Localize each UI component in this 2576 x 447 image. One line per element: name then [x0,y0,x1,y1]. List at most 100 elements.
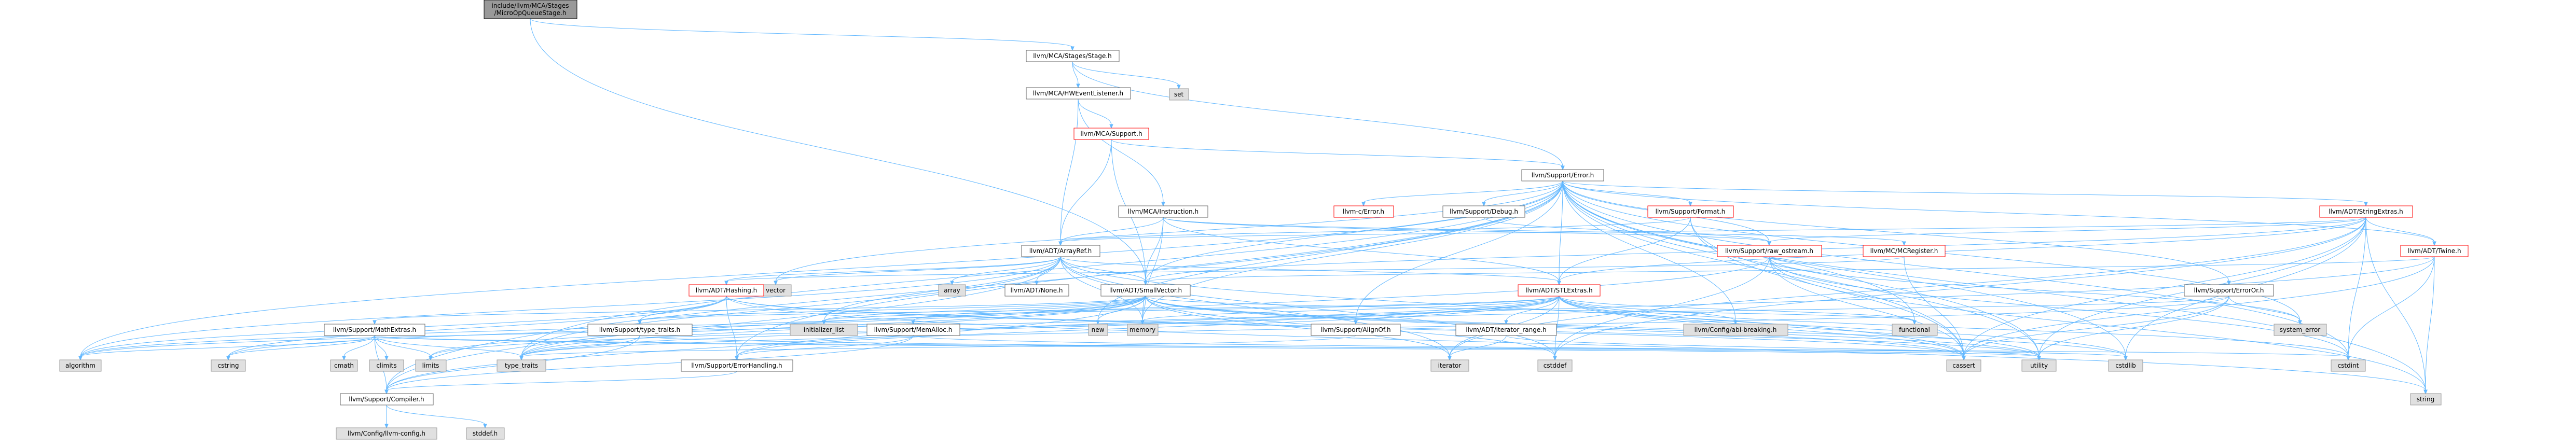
node-errorhandling[interactable]: llvm/Support/ErrorHandling.h [681,359,793,372]
node-cmath: cmath [330,359,358,372]
node-box-cassert [1946,359,1981,372]
edge-debug-to-rawostream [1483,217,1771,246]
node-box-hashing [688,284,764,297]
node-label-twine: llvm/ADT/Twine.h [2407,247,2461,255]
edge-erroror-to-utility [2037,296,2229,361]
node-twine[interactable]: llvm/ADT/Twine.h [2400,245,2469,257]
edge-hwevent-to-mcasupport [1078,99,1113,129]
edge-mathextras-to-limits [374,335,433,361]
node-erroror[interactable]: llvm/Support/ErrorOr.h [2184,284,2274,297]
node-iteratorrange[interactable]: llvm/ADT/iterator_range.h [1455,324,1557,336]
node-label-initlist: initializer_list [804,326,845,333]
node-label-mcregister: llvm/MC/MCRegister.h [1870,247,1938,255]
node-memory: memory [1127,324,1159,336]
edge-error-to-cerror [1361,180,1563,207]
node-label-limits: limits [422,362,439,369]
node-functional: functional [1892,324,1938,336]
node-label-arrayref: llvm/ADT/ArrayRef.h [1029,247,1092,255]
edge-error-to-cstdlib [1562,180,2128,361]
node-label-cassert: cassert [1952,362,1975,369]
node-cstddef: cstddef [1537,359,1573,372]
node-box-new [1088,324,1108,336]
edge-mathextras-to-cassert [374,335,1966,361]
edge-stage-to-set [1072,61,1181,90]
node-box-cstdint [2331,359,2366,372]
edge-mcasupport-to-error [1111,139,1565,171]
node-cstring: cstring [211,359,246,372]
edge-mathextras-to-climits [374,335,389,361]
node-none[interactable]: llvm/ADT/None.h [1004,284,1069,297]
edge-errorhandling-to-compiler [384,371,737,395]
node-alignof[interactable]: llvm/Support/AlignOf.h [1311,324,1401,336]
node-error[interactable]: llvm/Support/Error.h [1521,169,1604,181]
node-array: array [938,284,966,297]
node-debug[interactable]: llvm/Support/Debug.h [1442,205,1525,218]
node-algorithm: algorithm [59,359,102,372]
node-root[interactable]: include/llvm/MCA/Stages/MicroOpQueueStag… [484,0,577,19]
node-stlextras[interactable]: llvm/ADT/STLExtras.h [1518,284,1601,297]
node-label-cstddef: cstddef [1544,362,1567,369]
edge-twine-to-cassert [1962,256,2435,361]
edge-twine-to-cstdint [2346,256,2435,361]
node-box-memory [1127,324,1159,336]
node-box-typetraits [587,324,693,336]
edge-instruction-to-mcregister [1163,217,1906,246]
edge-stage-to-hwevent [1072,61,1080,89]
node-label-mathextras: llvm/Support/MathExtras.h [333,326,416,333]
node-label-root: include/llvm/MCA/Stages [492,2,569,9]
node-mcregister[interactable]: llvm/MC/MCRegister.h [1863,245,1946,257]
node-initlist: initializer_list [790,324,858,336]
edge-stringextras-to-string [2365,217,2428,395]
node-smallvector[interactable]: llvm/ADT/SmallVector.h [1100,284,1191,297]
edge-instruction-to-smallvector [1144,217,1164,286]
edge-root-to-stage [530,18,1075,51]
node-box-format [1647,205,1734,218]
node-label-stage: llvm/MCA/Stages/Stage.h [1033,52,1112,60]
node-label-compiler: llvm/Support/Compiler.h [349,396,424,403]
node-box-iterator [1430,359,1469,372]
edge-stringextras-to-twine [2365,217,2436,246]
node-box-stlextras [1518,284,1601,297]
node-label-memory: memory [1129,326,1155,333]
node-mcasupport[interactable]: llvm/MCA/Support.h [1073,128,1149,140]
node-label-hashing: llvm/ADT/Hashing.h [696,287,757,294]
node-rawostream[interactable]: llvm/Support/raw_ostream.h [1717,245,1822,257]
node-label-cerror: llvm-c/Error.h [1343,208,1384,215]
graph-nodes: include/llvm/MCA/Stages/MicroOpQueueStag… [59,0,2469,440]
node-cerror[interactable]: llvm-c/Error.h [1333,205,1394,218]
node-format[interactable]: llvm/Support/Format.h [1647,205,1734,218]
node-label-instruction: llvm/MCA/Instruction.h [1128,208,1199,215]
node-label-hwevent: llvm/MCA/HWEventListener.h [1033,90,1123,97]
edge-stlextras-to-typetraits [638,296,1560,325]
node-stage[interactable]: llvm/MCA/Stages/Stage.h [1026,50,1120,62]
node-arrayref[interactable]: llvm/ADT/ArrayRef.h [1021,245,1100,257]
edge-memalloc-to-cstdlib [913,335,2128,361]
node-instruction[interactable]: llvm/MCA/Instruction.h [1118,205,1208,218]
node-hashing[interactable]: llvm/ADT/Hashing.h [688,284,764,297]
edge-stringextras-to-cstdint [2346,217,2366,361]
edge-hashing-to-string [726,296,2428,395]
node-box-stddef [466,427,505,440]
node-label-format: llvm/Support/Format.h [1656,208,1726,215]
node-hwevent[interactable]: llvm/MCA/HWEventListener.h [1026,87,1131,100]
node-memalloc[interactable]: llvm/Support/MemAlloc.h [866,324,960,336]
node-mathextras[interactable]: llvm/Support/MathExtras.h [324,324,425,336]
node-label-algorithm: algorithm [65,362,95,369]
node-compiler[interactable]: llvm/Support/Compiler.h [340,393,434,406]
node-box-root [484,0,577,19]
node-label-typetraits: llvm/Support/type_traits.h [599,326,681,333]
node-box-array [938,284,966,297]
node-box-compiler [340,393,434,406]
node-label-errorhandling: llvm/Support/ErrorHandling.h [691,362,782,369]
node-box-cstdlib [2108,359,2143,372]
node-box-set [1169,88,1189,101]
node-label-stlextras: llvm/ADT/STLExtras.h [1525,287,1592,294]
node-label-debug: llvm/Support/Debug.h [1450,208,1518,215]
node-label-cstdlib: cstdlib [2115,362,2136,369]
node-typetraits[interactable]: llvm/Support/type_traits.h [587,324,693,336]
node-cstdint: cstdint [2331,359,2366,372]
node-label-array: array [944,287,960,294]
edge-twine-to-string [2423,256,2435,395]
node-stringextras[interactable]: llvm/ADT/StringExtras.h [2319,205,2413,218]
